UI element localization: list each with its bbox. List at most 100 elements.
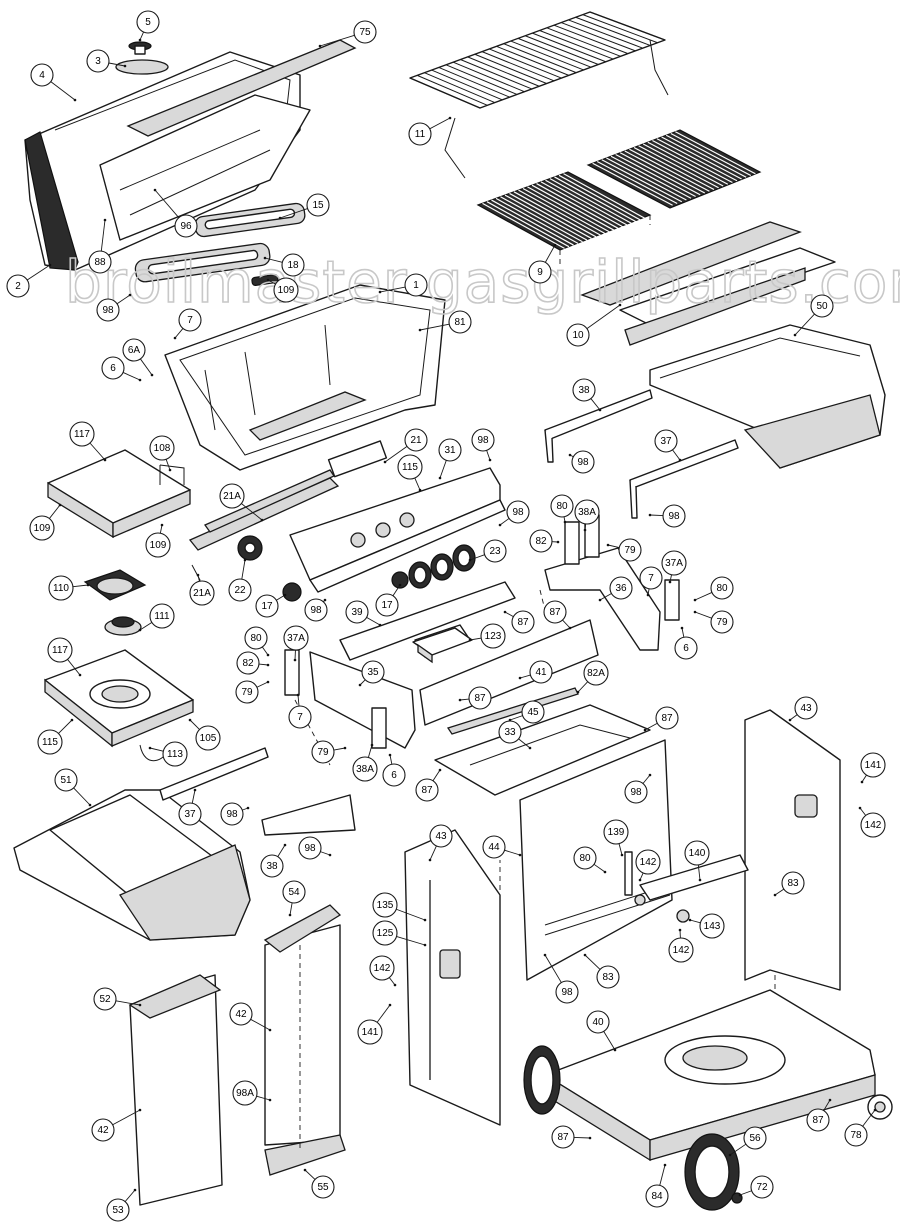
left-side-shelf xyxy=(13,747,356,941)
callout-number: 50 xyxy=(816,301,828,312)
callout-bubble xyxy=(511,610,535,634)
lid-vent-base xyxy=(115,59,169,75)
callout-bubble xyxy=(48,575,74,601)
leader-tip xyxy=(370,743,374,747)
callout-98: 98 xyxy=(648,504,686,528)
leader-tip xyxy=(70,718,74,722)
leader-tip xyxy=(378,623,382,627)
callout-18: 18 xyxy=(263,253,305,277)
callout-75: 75 xyxy=(318,20,377,48)
callout-4: 4 xyxy=(30,63,77,102)
callout-135: 135 xyxy=(372,892,427,922)
callout-number: 41 xyxy=(535,667,547,678)
leader-tip xyxy=(318,44,322,48)
callout-number: 79 xyxy=(241,687,253,698)
leader-tip xyxy=(583,953,587,957)
side-burner-cover xyxy=(47,449,191,539)
callout-bubble xyxy=(235,680,259,704)
callout-number: 21 xyxy=(410,435,422,446)
leader-tip xyxy=(588,1136,592,1140)
leader-line xyxy=(116,294,131,305)
leader-line xyxy=(240,502,263,521)
leader-line xyxy=(603,1031,616,1051)
callout-number: 38A xyxy=(356,764,374,775)
leader-tip xyxy=(728,1153,732,1157)
leader-tip xyxy=(283,593,287,597)
callout-number: 98 xyxy=(226,809,238,820)
callout-21A: 21A xyxy=(189,573,215,606)
leader-line xyxy=(276,594,286,601)
leader-tip xyxy=(438,768,442,772)
leader-tip xyxy=(438,476,442,480)
leader-line xyxy=(774,888,785,896)
leader-tip xyxy=(358,683,362,687)
leader-tip xyxy=(188,718,192,722)
callout-number: 87 xyxy=(517,617,529,628)
callout-bubble xyxy=(382,763,406,787)
callout-bubble xyxy=(195,725,221,751)
callout-42: 42 xyxy=(91,1108,142,1142)
callout-bubble xyxy=(149,603,175,629)
callout-number: 109 xyxy=(278,285,295,296)
callout-bubble xyxy=(528,260,552,284)
callout-bubble xyxy=(415,778,439,802)
leader-tip xyxy=(343,746,347,750)
callout-number: 52 xyxy=(99,994,111,1005)
leader-line xyxy=(100,219,106,252)
watermark-text: broilmaster-gasgrillparts.com xyxy=(65,248,900,316)
callout-bubble xyxy=(106,1198,130,1222)
callout-40: 40 xyxy=(586,1010,617,1052)
cooking-grid-left xyxy=(476,171,652,251)
callout-bubble xyxy=(806,1108,830,1132)
callout-82A: 82A xyxy=(576,660,609,694)
callout-38: 38 xyxy=(572,378,602,412)
callout-23: 23 xyxy=(468,539,507,563)
callout-number: 87 xyxy=(421,785,433,796)
callout-bubble xyxy=(375,593,399,617)
leader-tip xyxy=(283,843,287,847)
callout-number: 98 xyxy=(668,511,680,522)
callout-number: 43 xyxy=(435,831,447,842)
leader-line xyxy=(154,189,180,218)
leader-tip xyxy=(160,523,164,527)
callout-number: 72 xyxy=(756,1182,768,1193)
callout-bubble xyxy=(844,1123,868,1147)
callout-82: 82 xyxy=(529,529,560,553)
warming-rack xyxy=(409,11,669,179)
leader-line xyxy=(139,31,144,41)
callout-number: 117 xyxy=(74,429,90,440)
leader-line xyxy=(823,1099,831,1111)
leader-tip xyxy=(378,290,382,294)
leader-line xyxy=(590,398,601,411)
leader-tip xyxy=(388,753,392,757)
leader-tip xyxy=(563,520,567,524)
callout-number: 11 xyxy=(415,129,426,140)
callout-number: 83 xyxy=(787,878,799,889)
callout-bubble xyxy=(149,435,175,461)
callout-21A: 21A xyxy=(219,483,264,522)
callout-9: 9 xyxy=(528,243,557,284)
callout-bubble xyxy=(219,483,245,509)
leader-tip xyxy=(168,468,172,472)
callout-108: 108 xyxy=(149,435,175,472)
leader-tip xyxy=(668,580,672,584)
leader-line xyxy=(304,1169,316,1180)
callout-51: 51 xyxy=(54,768,92,807)
leader-line xyxy=(279,208,308,219)
callout-number: 3 xyxy=(95,56,101,67)
leader-tip xyxy=(738,1193,742,1197)
callout-number: 135 xyxy=(377,900,394,911)
callout-bubble xyxy=(372,920,398,946)
leader-tip xyxy=(606,543,610,547)
leader-line xyxy=(88,441,106,461)
callout-bubble xyxy=(571,450,595,474)
leader-tip xyxy=(173,336,177,340)
leader-tip xyxy=(128,293,132,297)
leader-tip xyxy=(680,626,684,630)
callout-115: 115 xyxy=(37,718,74,755)
callout-number: 38 xyxy=(578,385,590,396)
callout-number: 38A xyxy=(578,507,596,518)
callout-115: 115 xyxy=(397,454,423,492)
